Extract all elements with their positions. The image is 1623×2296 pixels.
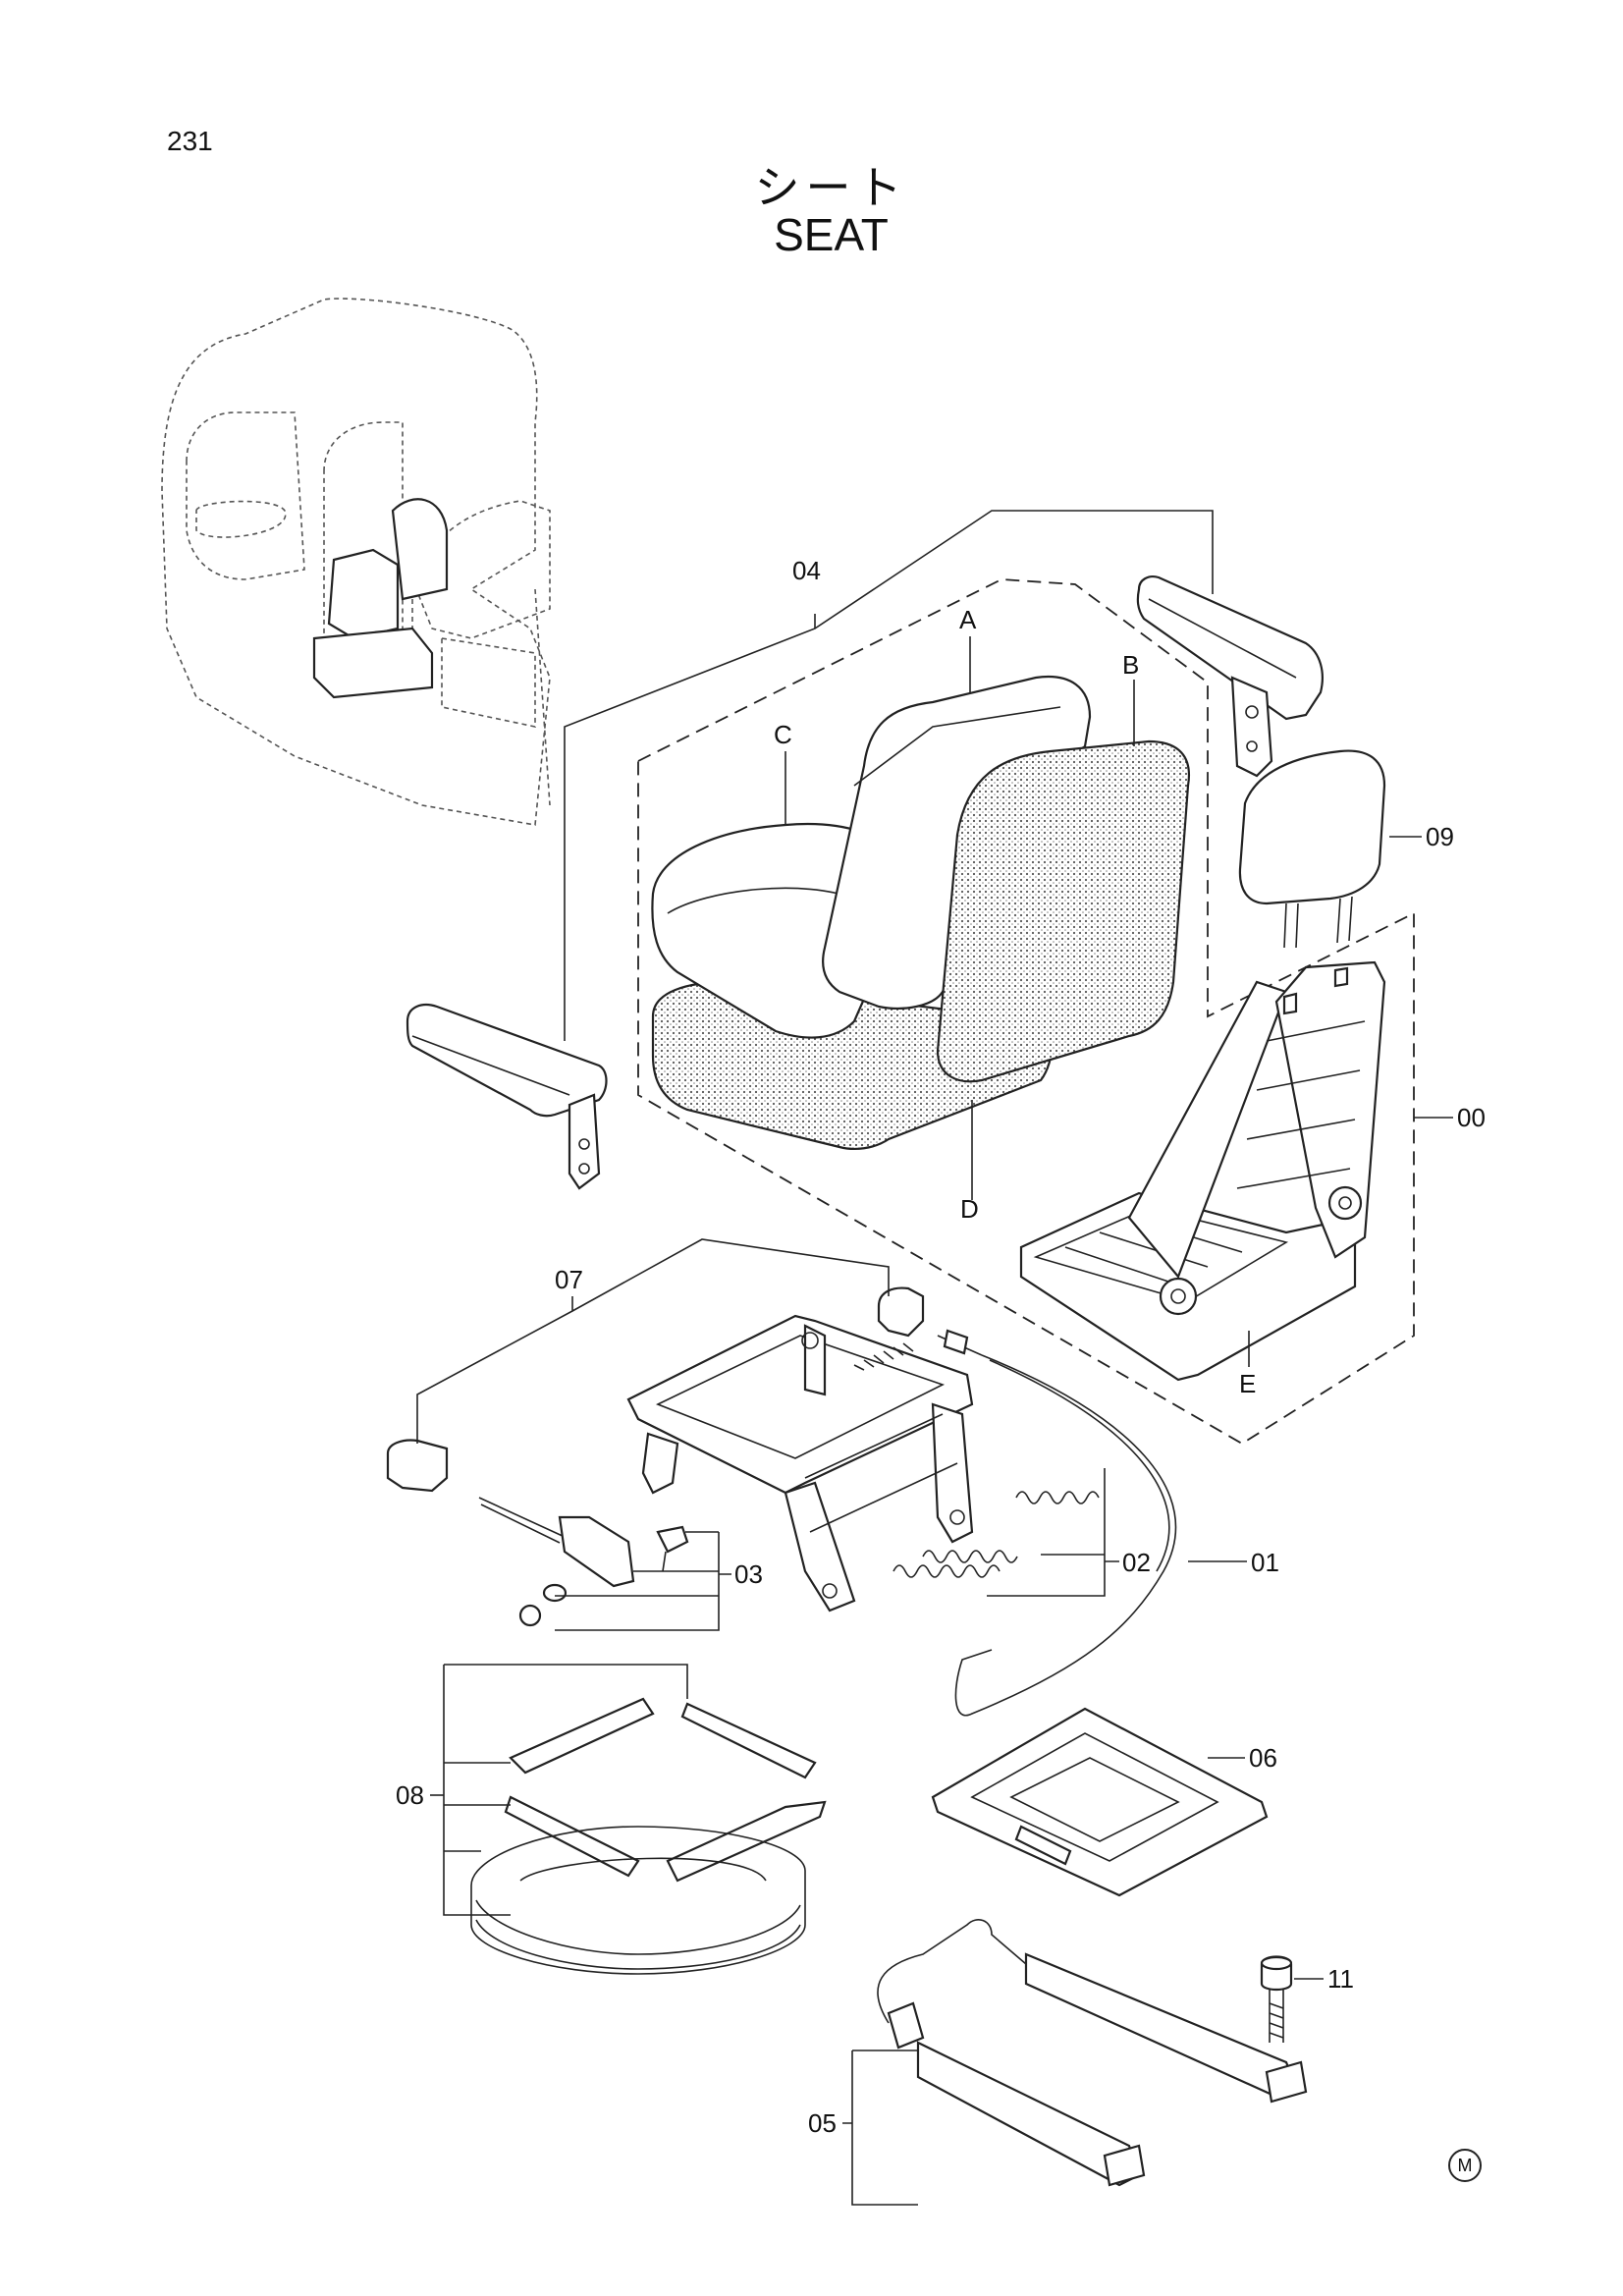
callout-05: 05	[808, 2108, 837, 2138]
cab-location-view	[161, 298, 551, 826]
armrest-right	[1136, 575, 1324, 778]
release-cable	[937, 1329, 1177, 1717]
callout-00: 00	[1457, 1103, 1486, 1132]
callout-A: A	[959, 605, 977, 634]
suspension-frame	[626, 1314, 974, 1613]
seat-assembly-boundary	[637, 578, 1415, 1446]
callout-D: D	[960, 1194, 979, 1224]
callout-09: 09	[1426, 822, 1454, 851]
springs	[893, 1491, 1100, 1578]
manufacturer-mark: M	[1448, 2149, 1482, 2182]
callout-03: 03	[734, 1559, 763, 1589]
headrest	[1238, 749, 1386, 949]
rubber-bellows	[470, 1826, 806, 1975]
page-number: 231	[167, 126, 213, 156]
bolt	[1260, 1955, 1293, 2043]
mounting-plates	[504, 1697, 827, 1883]
callout-06: 06	[1249, 1743, 1277, 1773]
seat-back-B	[936, 739, 1191, 1083]
title-japanese: シート	[754, 162, 908, 213]
stopper-left	[386, 1439, 449, 1493]
callout-11: 11	[1327, 1964, 1354, 1994]
callout-C: C	[774, 720, 792, 749]
leader-lines	[416, 510, 1453, 2206]
seat-frame	[1019, 960, 1386, 1382]
callout-02: 02	[1122, 1548, 1151, 1577]
callout-07: 07	[555, 1265, 583, 1294]
title-english: SEAT	[774, 209, 889, 260]
callout-04: 04	[792, 556, 821, 585]
callout-08: 08	[396, 1780, 424, 1810]
slide-rail-base	[931, 1707, 1269, 1897]
stopper-right	[877, 1286, 925, 1338]
callout-B: B	[1122, 650, 1139, 680]
slide-rails	[877, 1919, 1308, 2187]
callout-labels: 04 A B C D E 09 00 07 02 01 03 08 06 05 …	[396, 556, 1486, 2138]
hardware-set	[478, 1497, 689, 1627]
callout-E: E	[1239, 1369, 1256, 1398]
armrest-left	[406, 1004, 608, 1190]
callout-01: 01	[1251, 1548, 1279, 1577]
